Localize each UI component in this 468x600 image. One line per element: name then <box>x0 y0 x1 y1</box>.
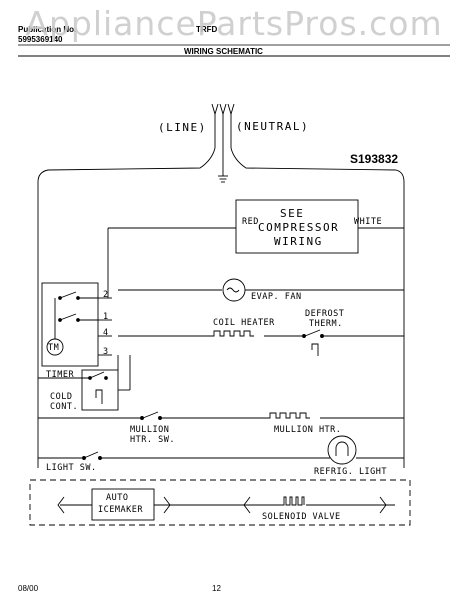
cont-label: CONT. <box>50 402 78 412</box>
timer-motor-label: TM <box>48 343 59 353</box>
therm-label: THERM. <box>309 319 343 329</box>
line-label: (LINE) <box>158 121 207 134</box>
icemaker-label: ICEMAKER <box>98 505 143 515</box>
mullion-htr-label: MULLION HTR. <box>274 425 341 435</box>
htr-sw-label: HTR. SW. <box>130 435 175 445</box>
refrig-light-label: REFRIG. LIGHT <box>314 467 387 477</box>
mullion-heater <box>38 411 404 420</box>
timer-terminal-4: 4 <box>103 328 108 338</box>
timer-terminal-2: 2 <box>103 290 108 300</box>
compressor-text: COMPRESSOR <box>258 221 339 234</box>
timer-terminal-3: 3 <box>103 347 108 357</box>
icemaker-box <box>29 479 411 526</box>
page-title: WIRING SCHEMATIC <box>184 47 263 56</box>
refrig-light <box>38 435 404 465</box>
power-plug <box>37 103 405 183</box>
footer-date: 08/00 <box>18 584 39 593</box>
model-code: S193832 <box>350 152 398 166</box>
evap-fan <box>118 278 404 302</box>
model-header: TRFD <box>196 25 218 34</box>
footer-page: 12 <box>212 584 221 593</box>
timer-label: TIMER <box>46 370 74 380</box>
mullion-sw-label: MULLION <box>130 425 169 435</box>
neutral-label: (NEUTRAL) <box>236 120 309 133</box>
timer-box <box>41 282 112 367</box>
auto-label: AUTO <box>106 493 128 503</box>
publication-number: 5995369140 <box>18 35 63 44</box>
solenoid-valve-label: SOLENOID VALVE <box>262 512 341 522</box>
coil-heater <box>118 329 404 356</box>
watermark: AppliancePartsPros.com <box>25 4 443 43</box>
publication-label: Publication No. <box>18 25 77 34</box>
compressor-box <box>107 199 404 298</box>
timer-terminal-1: 1 <box>103 312 108 322</box>
red-wire-label: RED <box>242 217 259 227</box>
compressor-wiring: WIRING <box>274 235 323 248</box>
evap-fan-label: EVAP. FAN <box>251 292 302 302</box>
coil-heater-label: COIL HEATER <box>213 318 275 328</box>
defrost-label: DEFROST <box>305 309 344 319</box>
compressor-see: SEE <box>280 207 304 220</box>
cold-control <box>38 355 131 411</box>
cold-label: COLD <box>50 392 72 402</box>
white-wire-label: WHITE <box>354 217 382 227</box>
light-sw-label: LIGHT SW. <box>46 463 97 473</box>
